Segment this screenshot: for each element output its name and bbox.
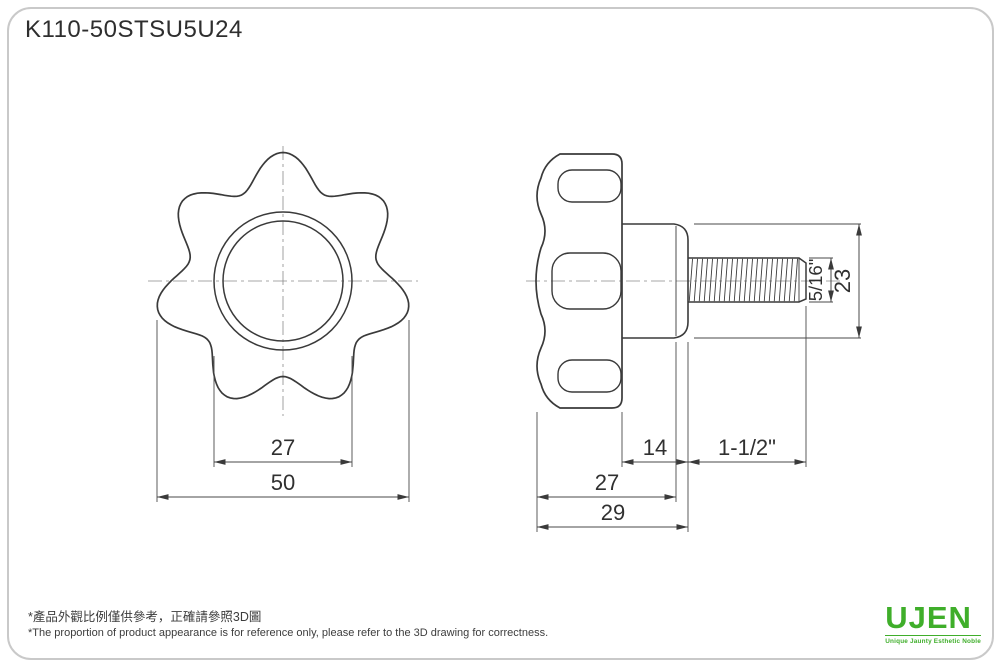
dim-hub-length-label: 14	[643, 435, 667, 460]
lobe-bottom	[557, 359, 622, 393]
bore-outer-circle	[213, 211, 353, 351]
lobe-top	[557, 169, 622, 203]
side-view	[526, 153, 840, 409]
dim-thread-length-label: 1-1/2"	[718, 435, 776, 460]
hub-outline	[622, 223, 689, 339]
ujen-logo-tagline: Unique Jaunty Esthetic Noble	[885, 635, 981, 645]
ujen-logo-text: UJEN	[885, 600, 972, 635]
footnote-english: *The proportion of product appearance is…	[28, 627, 549, 640]
ujen-logo: UJEN Unique Jaunty Esthetic Noble	[885, 602, 981, 645]
dim-front-od-label: 50	[271, 470, 295, 495]
side-dimensions: 14 1-1/2" 27 29 5/16" 23	[536, 223, 862, 532]
front-dimensions: 27 50	[156, 320, 410, 502]
front-view	[148, 146, 418, 416]
thread-hatch	[688, 258, 799, 302]
knob-star-outline	[156, 151, 410, 400]
knob-body-outline	[535, 153, 623, 409]
dim-front-bore-label: 27	[271, 435, 295, 460]
footnotes: *產品外觀比例僅供參考，正確請參照3D圖 *The proportion of …	[28, 609, 548, 641]
dim-body-length-label: 27	[595, 470, 619, 495]
part-number-title: K110-50STSU5U24	[25, 16, 243, 43]
dim-total-length-label: 29	[601, 500, 625, 525]
dim-thread-dia-label: 5/16"	[805, 259, 826, 302]
thread-outline	[688, 257, 807, 303]
lobe-middle	[551, 252, 622, 310]
footnote-chinese: *產品外觀比例僅供參考，正確請參照3D圖	[28, 610, 262, 625]
bore-inner-circle	[222, 220, 344, 342]
dim-hub-dia-label: 23	[830, 269, 855, 293]
